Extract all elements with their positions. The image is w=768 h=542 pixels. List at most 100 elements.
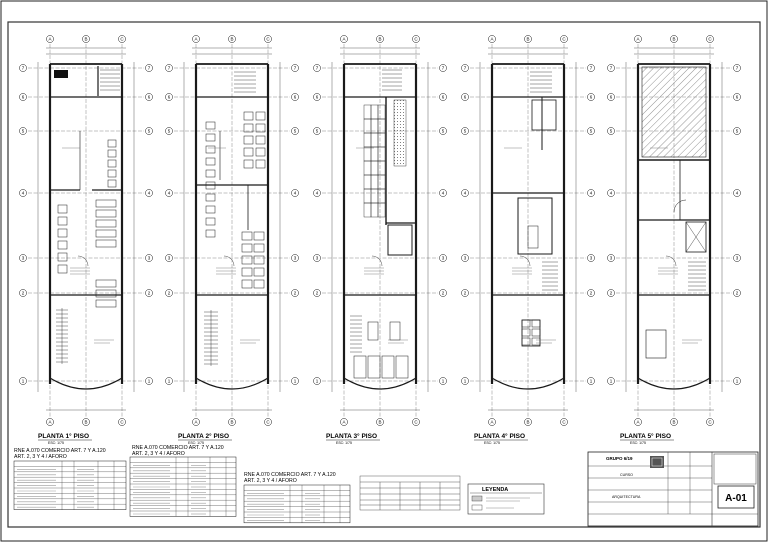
svg-text:6: 6 xyxy=(736,95,739,100)
svg-text:B: B xyxy=(526,37,529,42)
svg-text:A: A xyxy=(194,37,197,42)
window-bay xyxy=(395,355,409,379)
svg-text:7: 7 xyxy=(610,66,613,71)
bench xyxy=(95,239,117,248)
grid-bubble-row-6: 6 xyxy=(313,93,321,101)
svg-text:B: B xyxy=(378,37,381,42)
svg-text:4: 4 xyxy=(22,191,25,196)
legend-title: LEYENDA xyxy=(482,487,508,493)
door-swing xyxy=(673,199,687,213)
grid-bubble-row-3-right: 3 xyxy=(291,254,299,262)
grid-bubble-col-A-top: A xyxy=(46,35,54,43)
svg-text:C: C xyxy=(708,420,712,425)
window-bay xyxy=(353,355,367,379)
grid-bubble-row-2: 2 xyxy=(461,289,469,297)
title-block: GRUPO 6/19 CURSO ARQUITECTURA A-01 xyxy=(587,451,759,527)
svg-text:2: 2 xyxy=(168,291,171,296)
bench xyxy=(95,209,117,218)
svg-text:1: 1 xyxy=(316,379,319,384)
svg-text:B: B xyxy=(672,420,675,425)
svg-text:3: 3 xyxy=(736,256,739,261)
table-heading-2a: RNE A.070 COMERCIO ART. 7 Y A.120 xyxy=(132,445,224,451)
grid-bubble-row-7-right: 7 xyxy=(587,64,595,72)
grid-bubble-row-4: 4 xyxy=(461,189,469,197)
grid-bubble-row-7: 7 xyxy=(165,64,173,72)
grid-bubble-row-4: 4 xyxy=(19,189,27,197)
chair xyxy=(57,228,68,238)
svg-text:6: 6 xyxy=(316,95,319,100)
svg-text:7: 7 xyxy=(294,66,297,71)
chair xyxy=(241,279,253,289)
grid-bubble-row-7-right: 7 xyxy=(291,64,299,72)
svg-text:7: 7 xyxy=(168,66,171,71)
chair xyxy=(253,267,265,277)
grid-bubble-col-C-top: C xyxy=(412,35,420,43)
door-swing xyxy=(223,255,235,267)
svg-text:A: A xyxy=(490,420,493,425)
grid-bubble-row-7-right: 7 xyxy=(145,64,153,72)
grid-bubble-row-4: 4 xyxy=(165,189,173,197)
grid-bubble-col-A-top: A xyxy=(488,35,496,43)
table-heading-2b: ART. 2, 3 Y 4 / AFORO xyxy=(132,451,185,457)
chair xyxy=(243,123,254,133)
table-heading-3a: RNE A.070 COMERCIO ART. 7 Y A.120 xyxy=(244,472,336,478)
plan-scale-3: ESC: 1/75 xyxy=(336,441,352,445)
svg-text:2: 2 xyxy=(294,291,297,296)
schedule-table-1 xyxy=(13,460,127,510)
svg-text:B: B xyxy=(378,420,381,425)
grid-bubble-row-3-right: 3 xyxy=(587,254,595,262)
grid-bubble-row-3-right: 3 xyxy=(733,254,741,262)
kitchen-block xyxy=(531,99,557,131)
grid-bubble-row-3: 3 xyxy=(313,254,321,262)
grid-bubble-row-6-right: 6 xyxy=(439,93,447,101)
grid-bubble-col-C-top: C xyxy=(560,35,568,43)
grid-bubble-col-A-bottom: A xyxy=(488,418,496,426)
grid-bubble-col-B-top: B xyxy=(524,35,532,43)
svg-text:3: 3 xyxy=(168,256,171,261)
svg-text:B: B xyxy=(230,420,233,425)
grid-bubble-row-5: 5 xyxy=(313,127,321,135)
grid-bubble-row-5: 5 xyxy=(461,127,469,135)
grid-bubble-row-6-right: 6 xyxy=(145,93,153,101)
svg-text:6: 6 xyxy=(590,95,593,100)
svg-text:1: 1 xyxy=(736,379,739,384)
chair xyxy=(241,267,253,277)
grid-bubble-col-C-bottom: C xyxy=(118,418,126,426)
chair xyxy=(57,216,68,226)
grid-bubble-row-1: 1 xyxy=(19,377,27,385)
grid-bubble-col-C-top: C xyxy=(706,35,714,43)
grid-bubble-col-B-bottom: B xyxy=(376,418,384,426)
svg-text:2: 2 xyxy=(590,291,593,296)
chair xyxy=(57,252,68,262)
table-heading-1b: ART. 2, 3 Y 4 / AFORO xyxy=(14,454,67,460)
chair xyxy=(205,145,216,154)
window-bay xyxy=(381,355,395,379)
chair xyxy=(255,135,266,145)
table xyxy=(367,321,379,341)
chair xyxy=(243,111,254,121)
grid-bubble-col-B-top: B xyxy=(228,35,236,43)
bench xyxy=(95,279,117,288)
course-label: CURSO xyxy=(620,473,633,477)
svg-text:6: 6 xyxy=(442,95,445,100)
door-swing xyxy=(665,255,677,267)
svg-text:4: 4 xyxy=(610,191,613,196)
grid-bubble-row-6: 6 xyxy=(19,93,27,101)
svg-text:B: B xyxy=(84,37,87,42)
grid-bubble-row-4-right: 4 xyxy=(587,189,595,197)
grid-bubble-row-4-right: 4 xyxy=(733,189,741,197)
svg-text:A: A xyxy=(490,37,493,42)
svg-text:6: 6 xyxy=(464,95,467,100)
chair xyxy=(205,181,216,190)
svg-text:2: 2 xyxy=(464,291,467,296)
grid-bubble-row-2: 2 xyxy=(313,289,321,297)
grid-bubble-row-1: 1 xyxy=(313,377,321,385)
chair xyxy=(255,159,266,169)
svg-text:6: 6 xyxy=(148,95,151,100)
grid-bubble-col-B-bottom: B xyxy=(524,418,532,426)
grid-bubble-col-C-bottom: C xyxy=(264,418,272,426)
svg-text:6: 6 xyxy=(22,95,25,100)
chair xyxy=(255,147,266,157)
